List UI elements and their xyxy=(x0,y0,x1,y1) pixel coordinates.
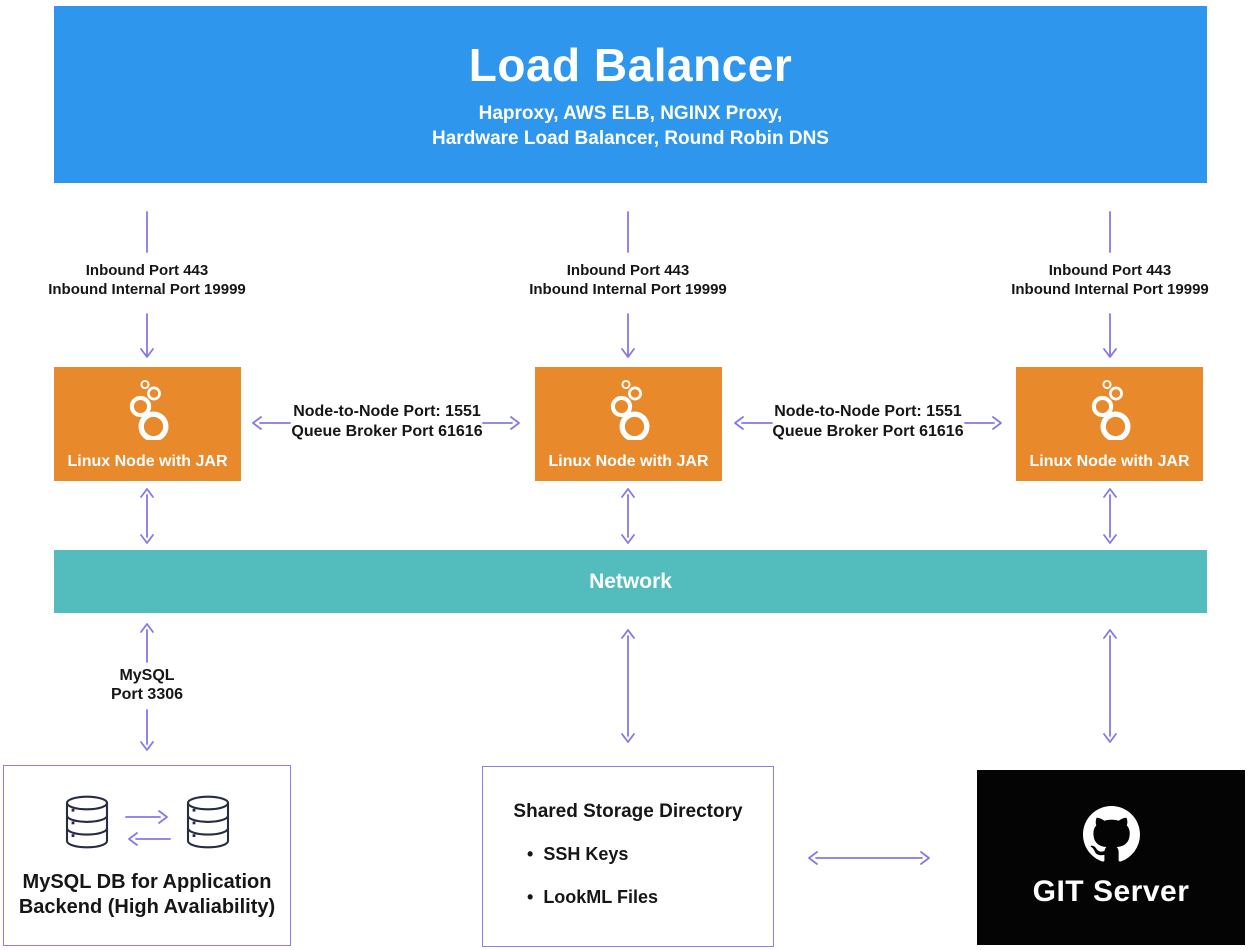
inbound-ports-label-left: Inbound Port 443 Inbound Internal Port 1… xyxy=(0,261,297,299)
shared-storage-title: Shared Storage Directory xyxy=(513,801,743,822)
looker-icon xyxy=(126,376,170,440)
storage-item-lookml-files: • LookML Files xyxy=(527,887,658,907)
linux-node-label: Linux Node with JAR xyxy=(67,453,228,470)
linux-node-label: Linux Node with JAR xyxy=(548,453,709,470)
shared-storage-box: Shared Storage Directory • SSH Keys • Lo… xyxy=(482,766,774,947)
load-balancer-subtitle: Haproxy, AWS ELB, NGINX Proxy, Hardware … xyxy=(432,101,829,151)
load-balancer-subtitle-line1: Haproxy, AWS ELB, NGINX Proxy, xyxy=(478,103,783,124)
arrow-storage-git xyxy=(808,851,930,865)
storage-item-ssh-keys: • SSH Keys xyxy=(527,844,629,864)
arrow-network-git xyxy=(1103,629,1117,743)
linux-node-box-1: Linux Node with JAR xyxy=(54,367,241,481)
network-label: Network xyxy=(589,569,672,593)
mysql-db-box: MySQL DB for Application Backend (High A… xyxy=(3,765,291,946)
linux-node-box-2: Linux Node with JAR xyxy=(535,367,722,481)
git-server-box: GIT Server xyxy=(977,770,1245,945)
load-balancer-title: Load Balancer xyxy=(468,39,793,91)
bullet-icon: • xyxy=(527,887,534,907)
mysql-port-label: MySQL Port 3306 xyxy=(47,666,247,704)
looker-icon xyxy=(607,376,651,440)
github-icon xyxy=(1083,806,1140,863)
linux-node-box-3: Linux Node with JAR xyxy=(1016,367,1203,481)
inbound-ports-label-right: Inbound Port 443 Inbound Internal Port 1… xyxy=(960,261,1251,299)
database-icon xyxy=(64,795,110,849)
load-balancer-subtitle-line2: Hardware Load Balancer, Round Robin DNS xyxy=(432,128,829,149)
mysql-db-label: MySQL DB for Application Backend (High A… xyxy=(18,871,276,918)
arrow-node3-network xyxy=(1103,488,1117,544)
node-link-label-left: Node-to-Node Port: 1551 Queue Broker Por… xyxy=(277,402,497,442)
node-link-label-right: Node-to-Node Port: 1551 Queue Broker Por… xyxy=(758,402,978,442)
shared-storage-list: • SSH Keys • LookML Files xyxy=(527,844,773,908)
arrow-network-storage xyxy=(621,629,635,743)
bullet-icon: • xyxy=(527,844,534,864)
git-server-label: GIT Server xyxy=(1032,875,1190,908)
looker-icon xyxy=(1088,376,1132,440)
database-icon xyxy=(185,795,231,849)
inbound-ports-label-center: Inbound Port 443 Inbound Internal Port 1… xyxy=(478,261,778,299)
load-balancer-box: Load Balancer Haproxy, AWS ELB, NGINX Pr… xyxy=(54,6,1207,183)
arrow-node1-network xyxy=(140,488,154,544)
arrow-node2-network xyxy=(621,488,635,544)
network-bar: Network xyxy=(54,550,1207,613)
db-replication-row xyxy=(64,795,231,849)
linux-node-label: Linux Node with JAR xyxy=(1029,453,1190,470)
